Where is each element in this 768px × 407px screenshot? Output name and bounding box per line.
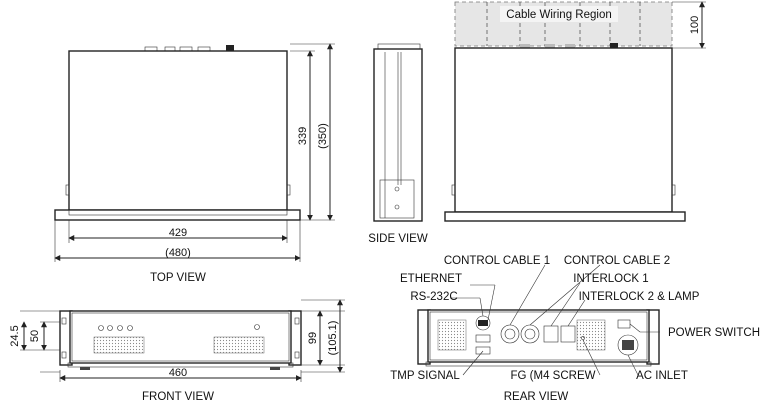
side-view-title: SIDE VIEW: [368, 233, 428, 245]
fg-screw: [581, 336, 585, 340]
front-vent-right: [213, 336, 265, 354]
top-view-title: TOP VIEW: [150, 272, 206, 284]
interlock-1-label: INTERLOCK 1: [573, 273, 648, 285]
front-height-label: 99: [307, 332, 319, 344]
rear-vent-right: [576, 319, 606, 351]
front-view: 24.5 50 99 (105.1) 460 FRONT VIEW: [9, 299, 345, 403]
ac-inlet-label: AC INLET: [636, 370, 688, 382]
top-width-label: 429: [169, 227, 187, 239]
control-cable-2-label: CONTROL CABLE 2: [564, 255, 670, 267]
top-overall-depth-label: (350): [317, 123, 329, 149]
rear-vent-left: [437, 319, 467, 351]
top-view: 429 (480) 339 (350) TOP VIEW: [54, 43, 335, 284]
side-view: SIDE VIEW: [368, 43, 428, 245]
power-switch-label: POWER SWITCH: [668, 327, 760, 339]
interlock-2-lamp-label: INTERLOCK 2 & LAMP: [579, 291, 700, 303]
front-offset-label: 24.5: [9, 325, 21, 346]
front-overall-height-label: (105.1): [327, 321, 339, 356]
rear-view-title: REAR VIEW: [504, 391, 569, 403]
cable-region-height-label: 100: [689, 16, 701, 34]
top-depth-label: 339: [297, 127, 309, 145]
front-inner-label: 50: [29, 330, 41, 342]
front-view-title: FRONT VIEW: [142, 391, 214, 403]
rear-top-view: Cable Wiring Region 100: [444, 1, 706, 222]
front-vent-left: [93, 336, 145, 354]
top-overall-width-label: (480): [165, 247, 191, 259]
rs232c-label: RS-232C: [410, 291, 457, 303]
ethernet-label: ETHERNET: [400, 273, 462, 285]
front-width-label: 460: [169, 367, 187, 379]
tmp-signal-port: [475, 346, 491, 355]
cable-wiring-region-label: Cable Wiring Region: [506, 9, 611, 21]
rear-top-chassis: [454, 47, 673, 213]
control-cable-1-label: CONTROL CABLE 1: [444, 255, 550, 267]
rs232c-port: [475, 334, 491, 343]
fg-screw-label: FG (M4 SCREW: [511, 370, 596, 382]
tmp-signal-label: TMP SIGNAL: [390, 370, 460, 382]
rear-view: CONTROL CABLE 1 CONTROL CABLE 2 ETHERNET…: [390, 255, 760, 403]
top-view-chassis: [68, 50, 288, 211]
